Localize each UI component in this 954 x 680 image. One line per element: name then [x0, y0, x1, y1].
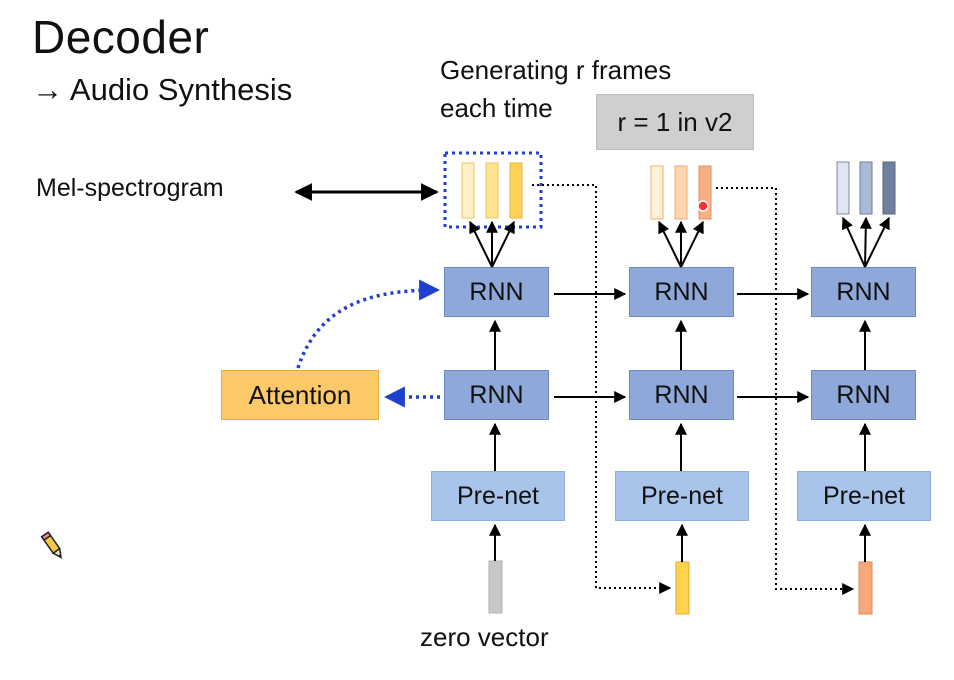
zero-vector-label: zero vector [420, 622, 549, 652]
vertical-rnn-arrows [489, 319, 871, 370]
input-frame-step3 [858, 561, 873, 615]
feedback-path-step2 [716, 187, 855, 595]
frame-step1-3 [509, 162, 523, 219]
rnn-lower-step2: RNN [629, 370, 734, 420]
recurrent-arrows [554, 288, 810, 403]
generating-note-line1: Generating r frames [440, 55, 672, 85]
rnn-lower-step3: RNN [811, 370, 916, 420]
frame-step2-2 [674, 165, 688, 220]
laser-pointer-dot-icon [697, 200, 709, 212]
prenet-step3: Pre-net [797, 471, 931, 521]
attention-to-rnn-arrow [296, 279, 441, 369]
zero-vector-bar [488, 560, 503, 614]
fanout-arrows-step3 [841, 216, 890, 268]
frame-step2-1 [650, 165, 664, 220]
attention-block: Attention [221, 370, 379, 420]
prenet-step1: Pre-net [431, 471, 565, 521]
mel-spectrogram-label: Mel-spectrogram [36, 174, 224, 202]
pencil-icon[interactable] [38, 528, 68, 569]
rnn-upper-step3: RNN [811, 267, 916, 317]
feedback-path-step1 [532, 184, 672, 594]
fanout-arrows-step2 [658, 220, 704, 268]
rnn-upper-step2: RNN [629, 267, 734, 317]
fanout-arrows-step1 [469, 220, 515, 268]
rnn-upper-step1: RNN [444, 267, 549, 317]
frame-step1-1 [461, 162, 475, 219]
frame-step3-1 [836, 161, 850, 215]
frame-step1-2 [485, 162, 499, 219]
slide-title: Decoder [32, 11, 210, 63]
rnn-lower-step1: RNN [444, 370, 549, 420]
input-frame-step2 [675, 561, 690, 615]
slide-subtitle: → Audio Synthesis [32, 72, 293, 107]
generating-note-line2: each time [440, 93, 553, 123]
frame-step3-3 [882, 161, 896, 215]
version-note-box: r = 1 in v2 [596, 94, 754, 150]
input-to-prenet-arrows [489, 523, 871, 562]
frame-step3-2 [859, 161, 873, 215]
prenet-to-rnn-arrows [489, 422, 871, 471]
prenet-step2: Pre-net [615, 471, 749, 521]
